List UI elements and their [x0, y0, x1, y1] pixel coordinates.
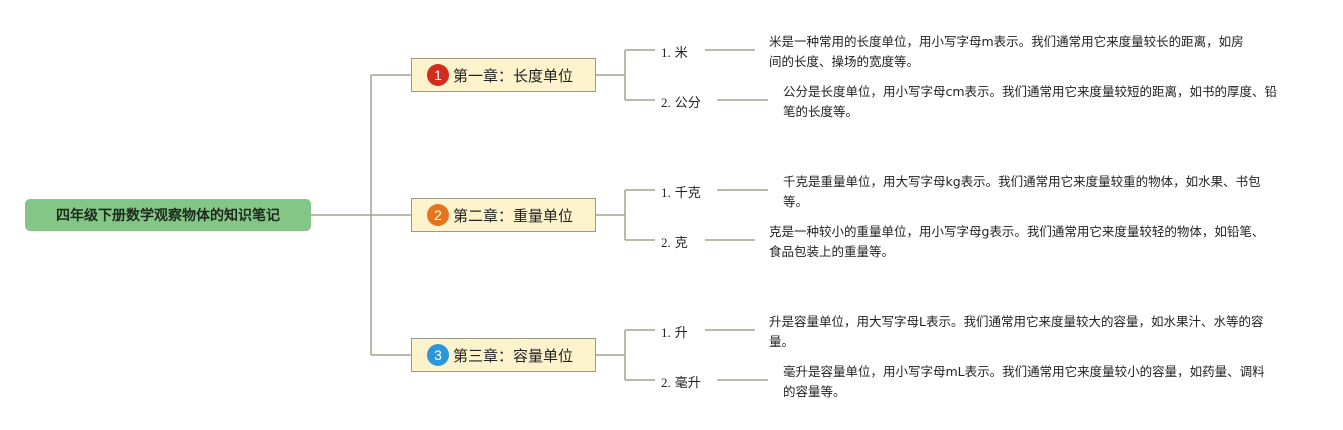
topic-number: 2. [661, 235, 671, 250]
topic-number: 2. [661, 375, 671, 390]
topic-name: 毫升 [674, 376, 701, 391]
topic-node[interactable]: 1.升 [661, 322, 688, 341]
topic-description: 公分是长度单位，用小写字母cm表示。我们通常用它来度量较短的距离，如书的厚度、铅… [783, 84, 1278, 119]
number-badge-icon: 1 [427, 64, 449, 86]
topic-description: 毫升是容量单位，用小写字母mL表示。我们通常用它来度量较小的容量，如药量、调料的… [783, 364, 1265, 399]
topic-description: 千克是重量单位，用大写字母kg表示。我们通常用它来度量较重的物体，如水果、书包等… [783, 174, 1261, 209]
chapter-title: 第二章：重量单位 [453, 206, 574, 225]
connector-ch3-stem [596, 329, 655, 381]
chapter-node-3[interactable]: 3 第三章：容量单位 [411, 338, 596, 372]
topic-node[interactable]: 2.克 [661, 232, 688, 251]
topic-description: 升是容量单位，用大写字母L表示。我们通常用它来度量较大的容量，如水果汁、水等的容… [769, 314, 1264, 349]
topic-name: 米 [674, 46, 688, 61]
root-title: 四年级下册数学观察物体的知识笔记 [56, 208, 280, 224]
topic-node[interactable]: 2.毫升 [661, 372, 701, 391]
topic-description: 克是一种较小的重量单位，用小写字母g表示。我们通常用它来度量较轻的物体，如铅笔、… [769, 224, 1265, 259]
chapter-node-1[interactable]: 1 第一章：长度单位 [411, 58, 596, 92]
chapter-title: 第三章：容量单位 [453, 346, 574, 365]
root-node[interactable]: 四年级下册数学观察物体的知识笔记 [25, 199, 311, 231]
connector-ch1-stem [596, 49, 655, 101]
chapter-title: 第一章：长度单位 [453, 66, 574, 85]
topic-number: 1. [661, 325, 671, 340]
topic-number: 1. [661, 185, 671, 200]
chapter-node-2[interactable]: 2 第二章：重量单位 [411, 198, 596, 232]
topic-node[interactable]: 2.公分 [661, 92, 701, 111]
topic-name: 公分 [674, 96, 701, 111]
topic-number: 1. [661, 45, 671, 60]
topic-name: 克 [674, 236, 688, 251]
topic-description: 米是一种常用的长度单位，用小写字母m表示。我们通常用它来度量较长的距离，如房间的… [769, 34, 1244, 69]
topic-name: 升 [674, 326, 688, 341]
topic-node[interactable]: 1.千克 [661, 182, 701, 201]
number-badge-icon: 3 [427, 344, 449, 366]
topic-name: 千克 [674, 186, 701, 201]
number-badge-icon: 2 [427, 204, 449, 226]
topic-number: 2. [661, 95, 671, 110]
topic-node[interactable]: 1.米 [661, 42, 688, 61]
connector-ch2-stem [596, 189, 655, 241]
